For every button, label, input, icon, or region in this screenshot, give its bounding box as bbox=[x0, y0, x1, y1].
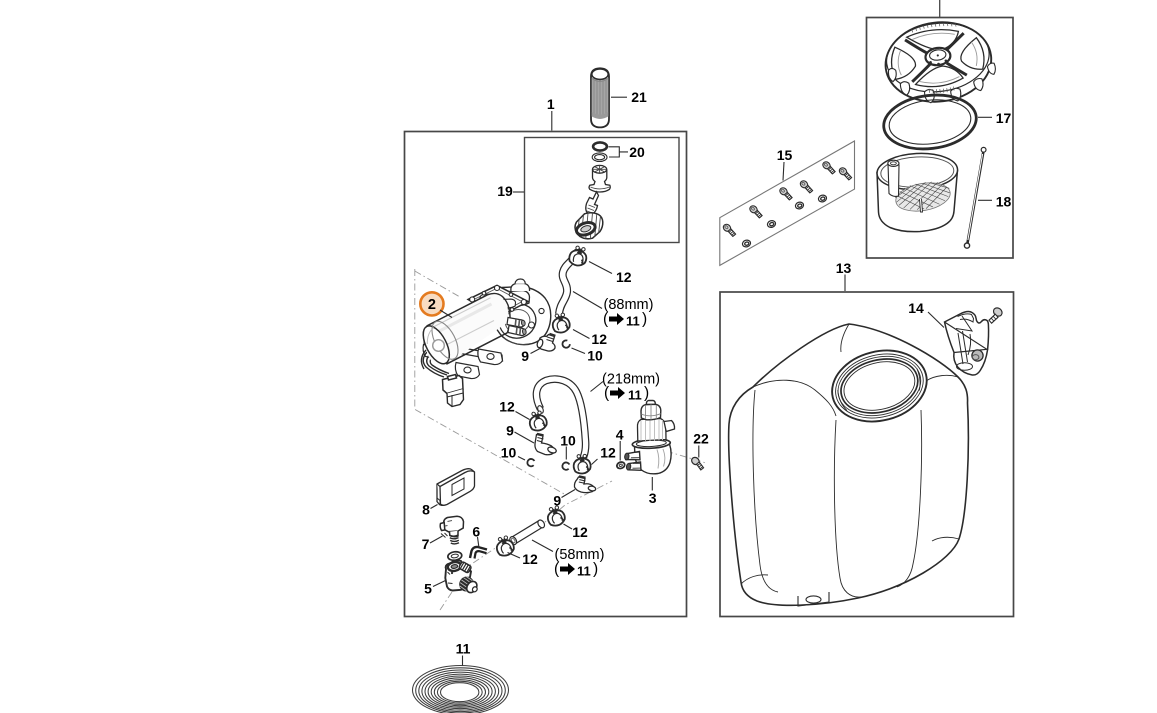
svg-text:1: 1 bbox=[547, 96, 555, 112]
svg-text:12: 12 bbox=[522, 551, 538, 567]
svg-text:9: 9 bbox=[521, 348, 529, 364]
svg-text:(: ( bbox=[603, 311, 609, 328]
svg-text:14: 14 bbox=[908, 300, 924, 316]
svg-text:21: 21 bbox=[631, 89, 647, 105]
svg-text:9: 9 bbox=[506, 423, 514, 439]
svg-text:): ) bbox=[642, 311, 647, 328]
svg-text:11: 11 bbox=[626, 314, 640, 329]
svg-text:(88mm): (88mm) bbox=[604, 297, 654, 313]
svg-text:(: ( bbox=[554, 561, 560, 578]
svg-text:13: 13 bbox=[836, 260, 852, 276]
svg-text:11: 11 bbox=[456, 641, 471, 657]
svg-text:): ) bbox=[644, 385, 649, 402]
svg-text:2: 2 bbox=[428, 297, 436, 313]
svg-text:11: 11 bbox=[628, 388, 642, 403]
svg-text:(: ( bbox=[604, 385, 610, 402]
svg-text:15: 15 bbox=[777, 147, 793, 163]
svg-text:6: 6 bbox=[472, 524, 480, 540]
svg-text:18: 18 bbox=[996, 194, 1012, 210]
svg-text:7: 7 bbox=[422, 536, 430, 552]
svg-text:10: 10 bbox=[501, 445, 517, 461]
svg-text:8: 8 bbox=[422, 502, 430, 518]
svg-text:9: 9 bbox=[553, 493, 561, 509]
svg-text:17: 17 bbox=[996, 110, 1012, 126]
svg-text:3: 3 bbox=[649, 490, 657, 506]
svg-text:5: 5 bbox=[424, 581, 432, 597]
svg-text:12: 12 bbox=[572, 524, 588, 540]
svg-text:): ) bbox=[593, 561, 598, 578]
svg-text:12: 12 bbox=[591, 331, 607, 347]
svg-text:11: 11 bbox=[577, 564, 591, 579]
svg-text:10: 10 bbox=[587, 348, 603, 364]
svg-text:4: 4 bbox=[616, 427, 624, 443]
svg-text:12: 12 bbox=[616, 269, 632, 285]
svg-text:20: 20 bbox=[629, 144, 645, 160]
svg-text:19: 19 bbox=[497, 183, 513, 199]
svg-text:22: 22 bbox=[693, 431, 709, 447]
svg-text:12: 12 bbox=[600, 445, 616, 461]
svg-text:(218mm): (218mm) bbox=[602, 372, 660, 388]
svg-text:10: 10 bbox=[560, 433, 576, 449]
svg-text:12: 12 bbox=[499, 399, 515, 415]
svg-text:(58mm): (58mm) bbox=[555, 547, 605, 563]
